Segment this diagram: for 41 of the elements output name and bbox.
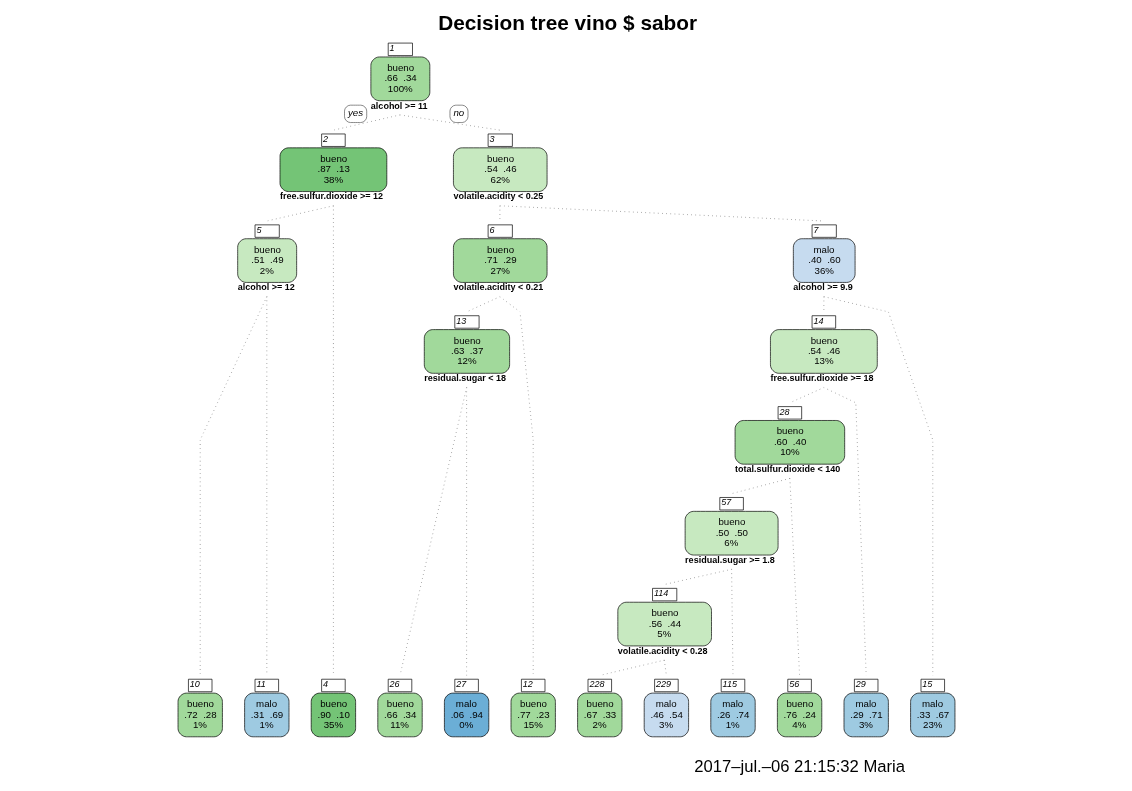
node-label: 14 bbox=[812, 315, 823, 326]
node-label: 114 bbox=[653, 588, 668, 599]
node-label: 29 bbox=[855, 679, 866, 690]
node-label: volatile.acidity < 0.28 bbox=[617, 645, 708, 656]
node-label: 3 bbox=[489, 133, 495, 144]
connector bbox=[399, 387, 467, 676]
node-label: volatile.acidity < 0.25 bbox=[452, 191, 543, 202]
node-label: alcohol >= 11 bbox=[370, 100, 427, 111]
edge-label: yes bbox=[347, 107, 363, 119]
node-label: 27 bbox=[455, 679, 466, 690]
node-label: 12 bbox=[522, 679, 533, 690]
node-label: 2 bbox=[322, 133, 328, 144]
node-label: free.sulfur.dioxide >= 12 bbox=[279, 191, 383, 202]
node-label: 5 bbox=[255, 224, 261, 235]
node-label: 13 bbox=[455, 315, 466, 326]
node-label: 28 bbox=[778, 406, 789, 417]
node-label: alcohol >= 9.9 bbox=[792, 282, 853, 293]
connector bbox=[332, 205, 334, 676]
node-label: 4 bbox=[322, 679, 328, 690]
node-label: 229 bbox=[655, 679, 671, 690]
node-label: 7 bbox=[812, 224, 818, 235]
node-label: 115 bbox=[722, 679, 737, 690]
node-label: residual.sugar >= 1.8 bbox=[684, 554, 775, 565]
node-label: 6 bbox=[489, 224, 495, 235]
node-label: 26 bbox=[389, 679, 400, 690]
node-label: residual.sugar < 18 bbox=[423, 373, 506, 384]
node-label: 15 bbox=[921, 679, 932, 690]
node-label: volatile.acidity < 0.21 bbox=[452, 282, 543, 293]
diagram-title: Decision tree vino $ sabor bbox=[437, 10, 697, 34]
node-label: total.sulfur.dioxide < 140 bbox=[734, 464, 840, 475]
node-label: 10 bbox=[189, 679, 200, 690]
node-label: 57 bbox=[720, 497, 731, 508]
node-label: free.sulfur.dioxide >= 18 bbox=[769, 373, 873, 384]
node-label: 56 bbox=[788, 679, 799, 690]
node-label: 228 bbox=[588, 679, 604, 690]
node-label: alcohol >= 12 bbox=[237, 282, 295, 293]
caption: 2017–jul.–06 21:15:32 Maria bbox=[693, 756, 905, 776]
node-label: 11 bbox=[255, 679, 266, 690]
connector bbox=[332, 114, 400, 131]
node-label: 1 bbox=[389, 43, 395, 53]
edge-label: no bbox=[452, 107, 464, 119]
